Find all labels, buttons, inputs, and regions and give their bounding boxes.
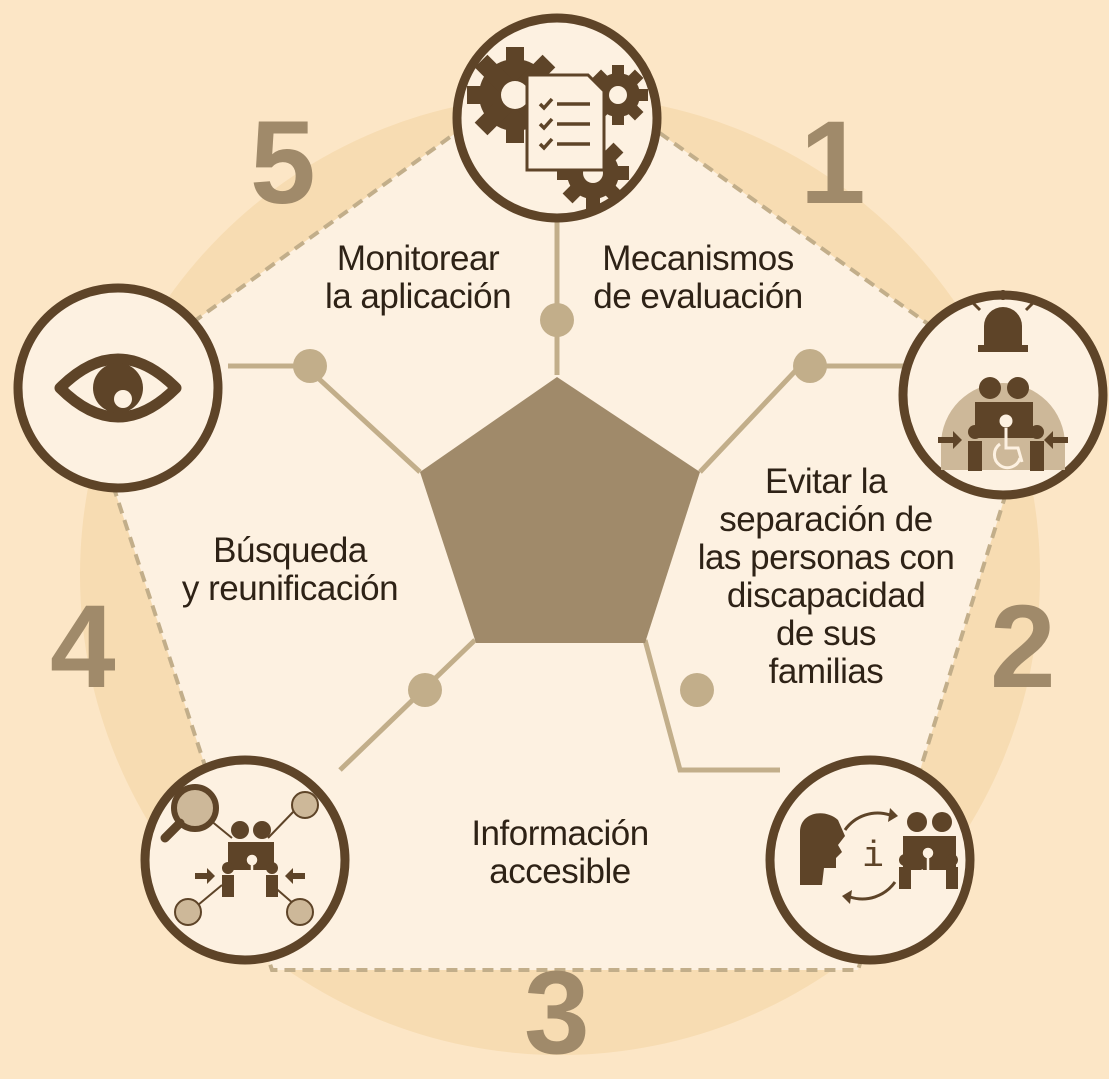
speaker-info-family-icon: i [765,755,975,965]
step-number-4: 4 [50,581,116,713]
search-reunification-icon [140,755,350,965]
gears-checklist-icon [452,13,662,223]
step-label-4-line: Búsqueda [213,531,367,570]
step-label-2-line: separación de [719,500,933,539]
step-number-5: 5 [250,97,316,229]
step-number-1: 1 [800,97,866,229]
step-label-4: Búsqueda y reunificación [155,532,425,608]
step-label-2: Evitar la separación de las personas con… [680,463,972,691]
step-label-2-line: discapacidad [726,576,926,615]
alarm-family-icon [898,290,1108,500]
step-label-2-line: las personas con [697,538,955,577]
eye-icon [13,283,223,493]
step-label-3-line: accesible [489,852,631,891]
step-label-5-line: la aplicación [324,277,512,316]
step-label-1-line: Mecanismos [602,239,794,278]
svg-text:i: i [862,836,884,877]
step-label-5-line: Monitorear [336,239,500,278]
step-label-1: Mecanismos de evaluación [578,240,818,316]
step-number-3: 3 [524,947,590,1079]
step-label-2-line: Evitar la [765,462,887,501]
step-label-3-line: Información [471,814,649,853]
connector-dots [293,303,827,707]
step-label-3: Información accesible [440,815,680,891]
step-label-2-line: de sus [775,614,877,653]
step-number-2: 2 [990,581,1056,713]
step-label-4-line: y reunificación [181,569,399,608]
center-pentagon [420,377,700,643]
step-label-1-line: de evaluación [593,277,803,316]
step-label-5: Monitorear la aplicación [298,240,538,316]
step-label-2-line: familias [768,652,884,691]
